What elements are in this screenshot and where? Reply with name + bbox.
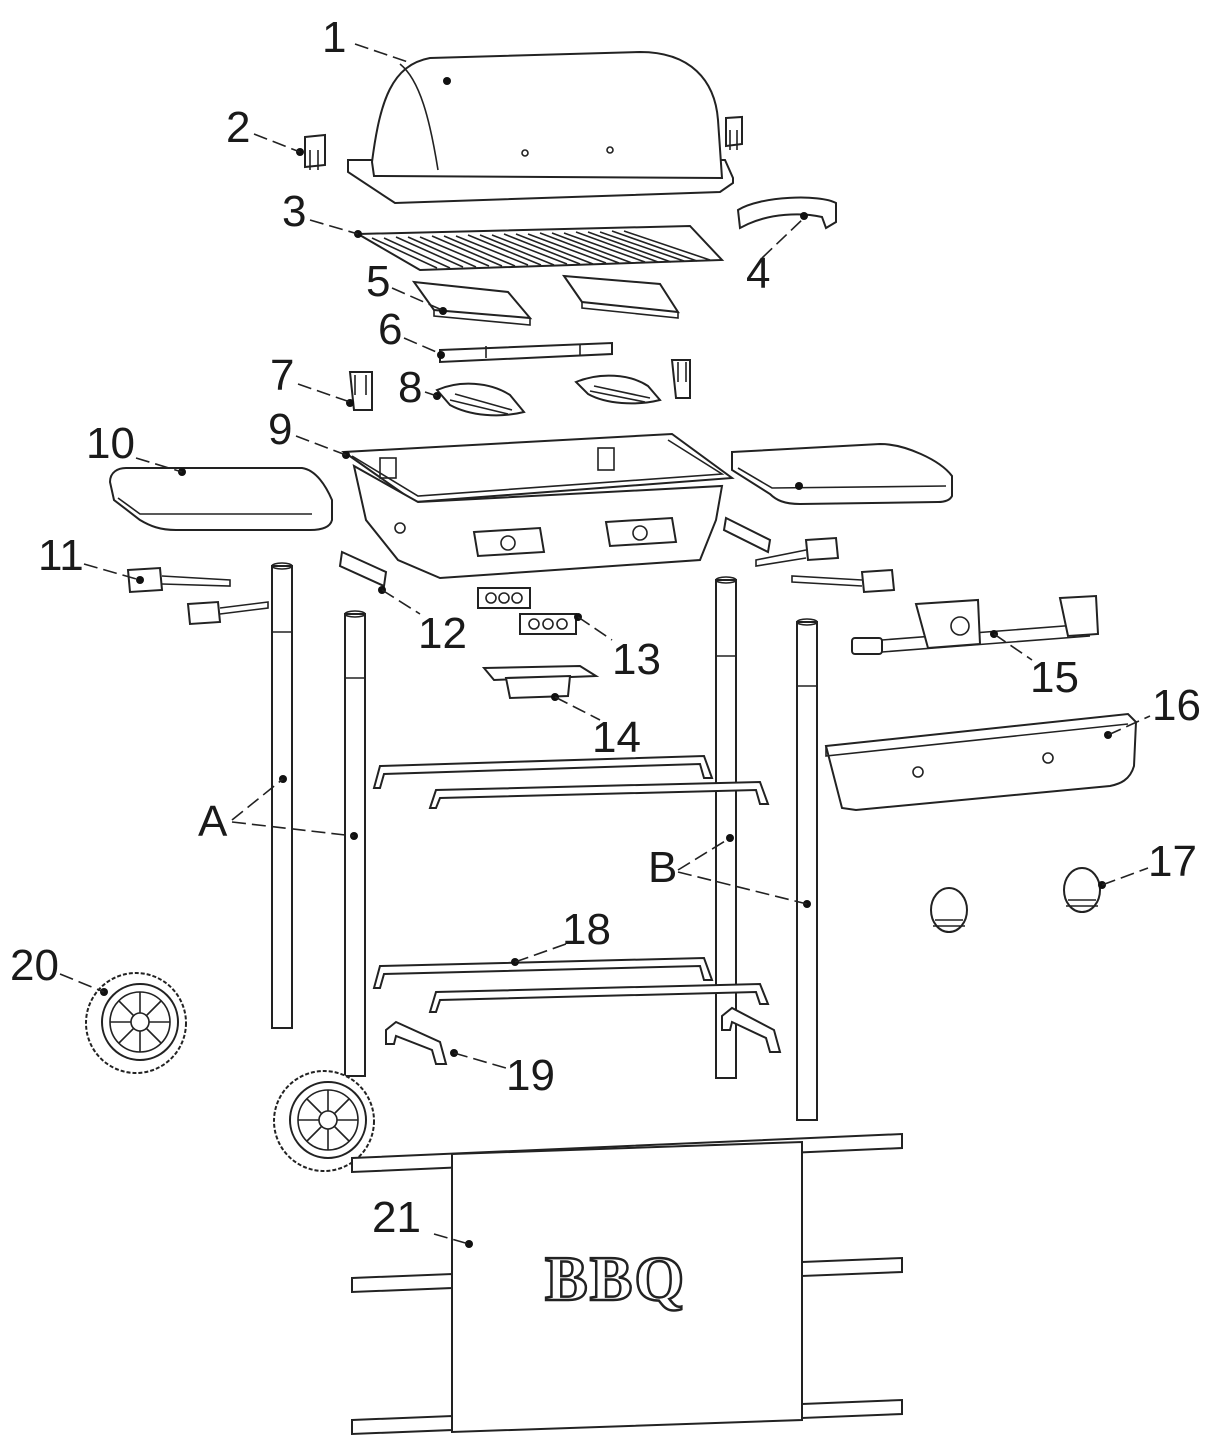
part-lid xyxy=(347,50,734,205)
callout-11: 11 xyxy=(38,531,84,580)
part-control-panel xyxy=(824,712,1138,812)
part-crossover-tube xyxy=(437,341,613,364)
part-lid-handle xyxy=(736,196,837,230)
part-flame-tamer xyxy=(411,274,680,326)
callout-17: 17 xyxy=(1148,837,1197,886)
part-bottom-panel: BBQ xyxy=(351,1132,903,1436)
callout-6: 6 xyxy=(378,305,402,354)
part-lower-rail xyxy=(372,956,770,1013)
part-upper-rail xyxy=(372,754,770,809)
callout-7: 7 xyxy=(270,351,294,400)
part-side-bracket xyxy=(346,359,691,411)
part-axle-bracket xyxy=(385,1006,782,1065)
callout-B: B xyxy=(648,843,677,892)
callout-13: 13 xyxy=(612,635,661,684)
part-control-panel-insert xyxy=(477,587,582,635)
part-firebox xyxy=(341,432,735,580)
callout-4: 4 xyxy=(746,249,770,298)
callout-18: 18 xyxy=(562,905,611,954)
callout-16: 16 xyxy=(1152,681,1201,730)
callout-5: 5 xyxy=(366,257,390,306)
part-valve-manifold xyxy=(851,594,1100,655)
part-shelf-bracket xyxy=(126,536,896,626)
part-burner xyxy=(433,374,662,417)
leader-lines xyxy=(59,43,1151,1245)
front-panel-logo-text: BBQ xyxy=(545,1243,686,1314)
part-leg-b xyxy=(715,576,818,1121)
callout-2: 2 xyxy=(226,103,250,152)
part-cooking-grid xyxy=(354,224,725,272)
part-control-knob xyxy=(930,867,1106,933)
callout-14: 14 xyxy=(592,713,641,762)
part-leg-a xyxy=(271,562,366,1077)
part-lid-hinge xyxy=(296,115,743,170)
part-grease-cup xyxy=(481,664,600,701)
callout-3: 3 xyxy=(282,187,306,236)
callout-20: 20 xyxy=(10,941,59,990)
callout-10: 10 xyxy=(86,419,135,468)
callout-8: 8 xyxy=(398,363,422,412)
part-manifold-bracket xyxy=(338,516,772,594)
callout-A: A xyxy=(198,797,228,846)
part-wheel xyxy=(85,972,375,1172)
part-side-shelf xyxy=(108,442,953,531)
callout-21: 21 xyxy=(372,1193,421,1242)
callout-12: 12 xyxy=(418,609,467,658)
callout-9: 9 xyxy=(268,405,292,454)
callout-19: 19 xyxy=(506,1051,555,1100)
callout-15: 15 xyxy=(1030,653,1079,702)
callout-numbers: 1 2 3 4 5 6 7 8 9 10 11 12 13 14 15 16 1… xyxy=(10,13,1201,1242)
callout-1: 1 xyxy=(322,13,346,62)
